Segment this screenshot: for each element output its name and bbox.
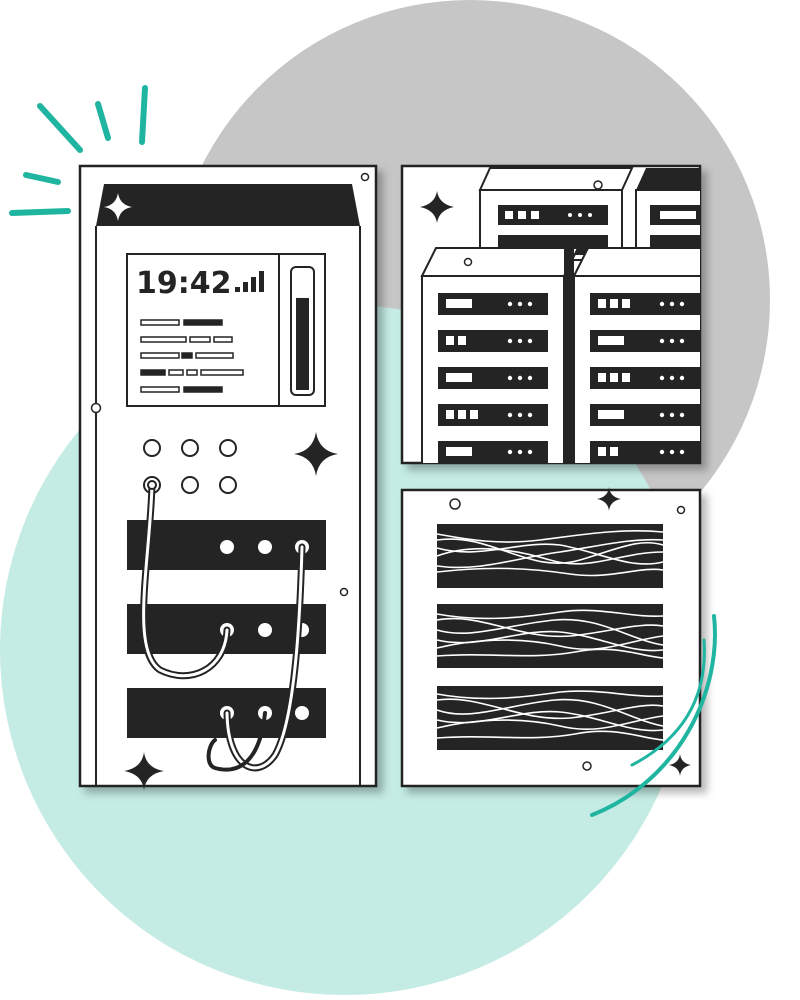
back-server-tower <box>478 167 634 261</box>
front-server-tower <box>420 247 580 463</box>
control-button[interactable] <box>219 476 237 494</box>
display-text-lines <box>140 319 244 393</box>
signal-bars-icon <box>235 271 264 292</box>
control-button[interactable] <box>219 439 237 457</box>
sparkle-icon <box>597 487 621 511</box>
cable-tray <box>436 604 664 668</box>
accent-strokes <box>9 85 148 216</box>
control-button[interactable] <box>181 439 199 457</box>
sparkle-icon <box>124 752 164 790</box>
front-server-tower <box>564 247 700 463</box>
sparkle-icon <box>294 432 338 476</box>
server-room-panel <box>400 164 702 465</box>
sparkle-icon <box>420 191 454 223</box>
cabinet-header-bar <box>96 184 360 226</box>
control-button[interactable] <box>143 439 161 457</box>
patch-cables <box>140 480 306 772</box>
status-display: 19:42 <box>126 253 326 407</box>
cable-panel <box>400 488 702 788</box>
server-cabinet: 19:42 <box>78 164 378 788</box>
sparkle-icon <box>669 754 691 776</box>
cable-tray <box>436 686 664 750</box>
accent-arcs <box>590 614 717 817</box>
clock-time: 19:42 <box>136 266 232 301</box>
cable-tray <box>436 524 664 588</box>
sparkles <box>104 191 691 790</box>
level-gauge-fill <box>296 297 309 390</box>
control-button[interactable] <box>181 476 199 494</box>
sparkle-icon <box>104 193 132 221</box>
